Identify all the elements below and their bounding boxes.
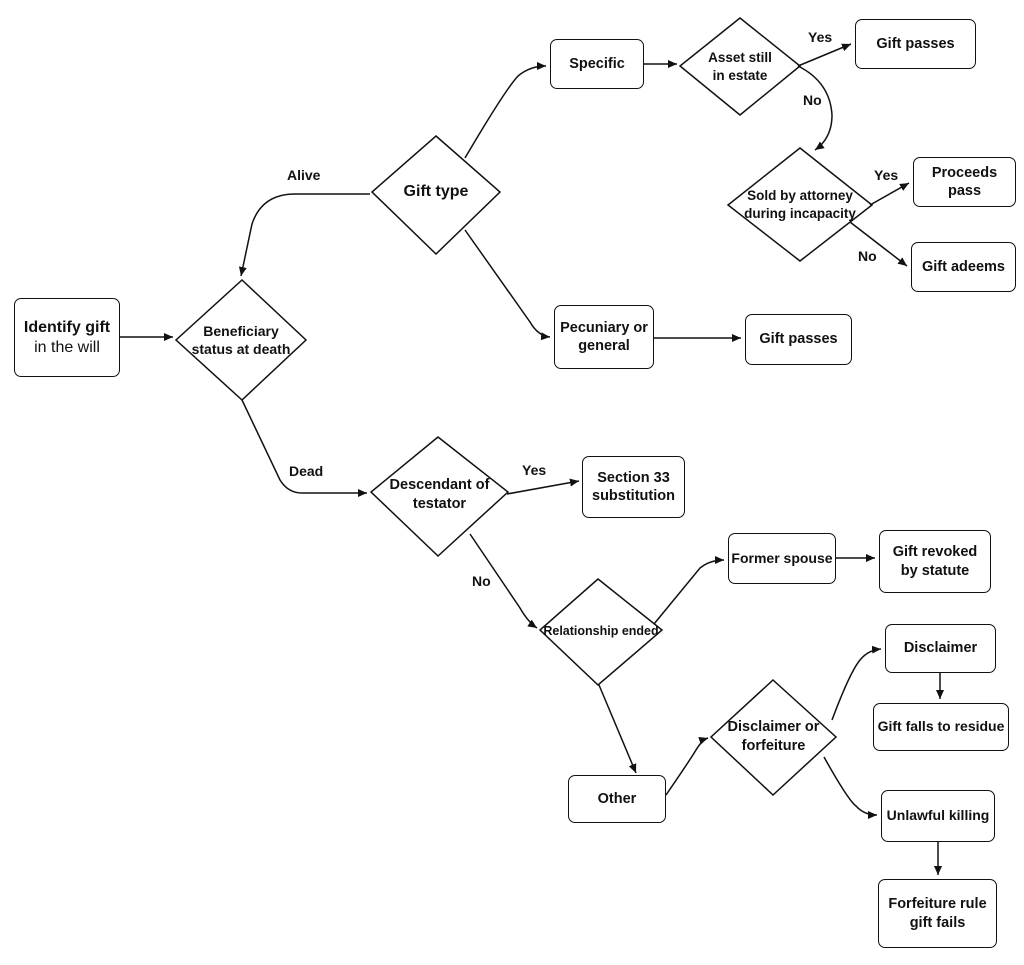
section-33-sublabel: substitution bbox=[592, 488, 675, 504]
edge-df-unlawful bbox=[823, 756, 878, 819]
disclaimer-forfeiture-diamond bbox=[709, 678, 838, 797]
gift-falls-residue-node: Gift falls to residue bbox=[873, 703, 1009, 751]
pecuniary-node: Pecuniary or general bbox=[554, 305, 654, 369]
gift-type-text: Gift type bbox=[372, 172, 500, 212]
gift-type-diamond bbox=[370, 135, 502, 256]
gift-passes-node-2: Gift passes bbox=[745, 314, 852, 365]
gift-revoked-label: Gift revoked bbox=[892, 544, 978, 561]
edge-other-disclaimer bbox=[665, 737, 709, 796]
asset-still-text: Asset still in estate bbox=[680, 44, 800, 90]
relationship-label: Relationship ended bbox=[543, 623, 659, 638]
edge-label-no-asset: No bbox=[803, 92, 822, 108]
gift-revoked-sublabel: by statute bbox=[900, 562, 970, 579]
proceeds-pass-node: Proceeds pass bbox=[913, 157, 1016, 207]
beneficiary-sublabel: status at death bbox=[191, 341, 291, 357]
edge-label-alive: Alive bbox=[287, 167, 321, 183]
identify-gift-node: Identify gift in the will bbox=[14, 298, 120, 377]
gift-falls-residue-label: Gift falls to residue bbox=[877, 718, 1005, 735]
edge-dead bbox=[241, 399, 367, 497]
specific-label: Specific bbox=[569, 55, 625, 72]
edge-label-yes-sold: Yes bbox=[874, 167, 899, 183]
proceeds-pass-label: Proceeds pass bbox=[931, 164, 998, 199]
other-label: Other bbox=[597, 790, 637, 807]
edge-gift-type-specific bbox=[464, 62, 547, 159]
edge-gift-type-pecuniary bbox=[464, 229, 551, 341]
relationship-text: Relationship ended bbox=[536, 620, 666, 642]
section-33-node: Section 33 substitution bbox=[582, 456, 685, 518]
sold-attorney-label: Sold by attorney bbox=[747, 188, 853, 204]
disclaimer-node: Disclaimer bbox=[885, 624, 996, 673]
asset-still-sublabel: in estate bbox=[712, 68, 768, 83]
forfeiture-rule-label: Forfeiture rule bbox=[888, 896, 987, 913]
unlawful-killing-label: Unlawful killing bbox=[886, 807, 990, 824]
former-spouse-label: Former spouse bbox=[731, 549, 833, 566]
other-node: Other bbox=[568, 775, 666, 823]
sold-attorney-diamond bbox=[726, 147, 874, 262]
sold-attorney-text: Sold by attorney during incapacity bbox=[728, 182, 872, 228]
descendant-label: Descendant of bbox=[389, 477, 490, 494]
asset-still-label: Asset still bbox=[708, 50, 772, 66]
edge-relationship-other bbox=[598, 684, 637, 774]
sold-attorney-sublabel: during incapacity bbox=[744, 206, 856, 221]
disclaimer-label: Disclaimer bbox=[903, 640, 978, 657]
asset-still-diamond bbox=[678, 17, 802, 116]
descendant-sublabel: testator bbox=[412, 496, 467, 512]
disclaimer-forfeiture-label: Disclaimer or bbox=[727, 719, 820, 736]
edge-alive bbox=[238, 193, 370, 277]
relationship-diamond bbox=[538, 578, 664, 687]
edge-label-yes-descendant: Yes bbox=[522, 462, 547, 478]
gift-adeems-label: Gift adeems bbox=[922, 258, 1005, 275]
gift-type-label: Gift type bbox=[403, 182, 469, 200]
pecuniary-label: Pecuniary or bbox=[560, 319, 648, 336]
specific-node: Specific bbox=[550, 39, 644, 89]
beneficiary-text: Beneficiary status at death bbox=[176, 310, 306, 370]
gift-revoked-node: Gift revoked by statute bbox=[879, 530, 991, 593]
forfeiture-rule-sublabel: gift fails bbox=[909, 914, 966, 931]
disclaimer-forfeiture-text: Disclaimer or forfeiture bbox=[711, 714, 836, 760]
former-spouse-node: Former spouse bbox=[728, 533, 836, 584]
beneficiary-label: Beneficiary bbox=[203, 322, 279, 339]
edge-label-no-sold: No bbox=[858, 248, 877, 264]
identify-gift-sublabel: in the will bbox=[34, 338, 100, 356]
gift-passes-label-2: Gift passes bbox=[759, 331, 838, 348]
descendant-diamond bbox=[369, 436, 510, 558]
edge-asset-no bbox=[797, 65, 833, 151]
disclaimer-forfeiture-sublabel: forfeiture bbox=[741, 738, 806, 754]
pecuniary-sublabel: general bbox=[578, 338, 630, 354]
section-33-label: Section 33 bbox=[597, 469, 670, 486]
edge-sold-no bbox=[849, 221, 908, 267]
edge-relationship-former bbox=[653, 556, 725, 625]
unlawful-killing-node: Unlawful killing bbox=[881, 790, 995, 842]
edge-label-dead: Dead bbox=[289, 463, 324, 479]
edge-label-yes-asset: Yes bbox=[808, 29, 833, 45]
edge-asset-yes bbox=[797, 43, 852, 67]
gift-passes-node-1: Gift passes bbox=[855, 19, 976, 69]
edge-descendant-no bbox=[469, 533, 538, 629]
identify-gift-label: Identify gift bbox=[23, 318, 111, 336]
gift-adeems-node: Gift adeems bbox=[911, 242, 1016, 292]
edge-sold-yes bbox=[869, 182, 910, 206]
gift-passes-label-1: Gift passes bbox=[876, 35, 955, 52]
forfeiture-rule-node: Forfeiture rule gift fails bbox=[878, 879, 997, 948]
edge-df-disclaimer bbox=[831, 645, 882, 721]
edge-label-no-descendant: No bbox=[472, 573, 491, 589]
descendant-text: Descendant of testator bbox=[371, 472, 508, 518]
edge-descendant-yes bbox=[506, 478, 580, 495]
